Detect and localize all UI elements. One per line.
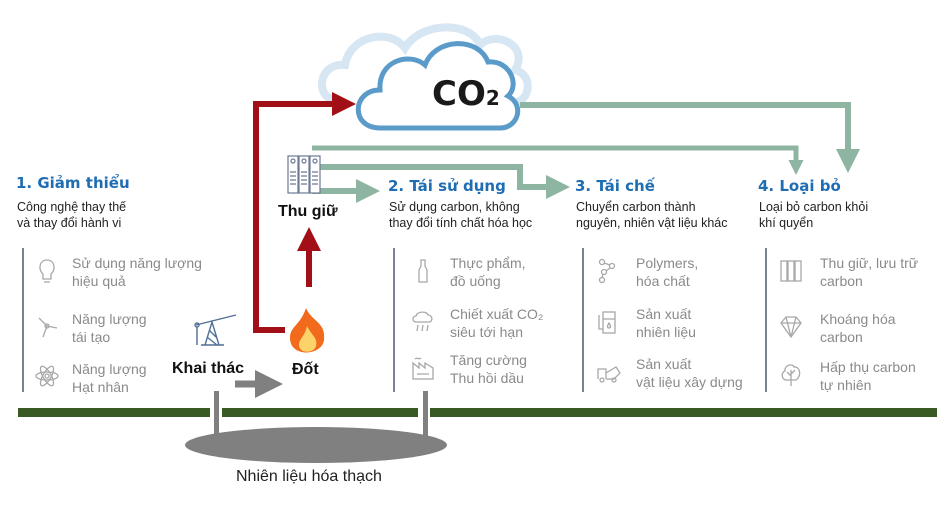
cement-truck-icon <box>597 366 621 383</box>
list-item: Thực phẩm,đồ uống <box>450 255 526 289</box>
factory-icon <box>412 357 434 380</box>
fuel-pump-icon <box>598 311 616 334</box>
section-divider <box>393 248 395 392</box>
rain-cloud-icon <box>412 311 433 332</box>
fossil-fuel-label: Nhiên liệu hóa thạch <box>236 468 382 485</box>
section-title: 4. Loại bỏ <box>758 177 841 195</box>
list-item: Chiết xuất CO₂ siêu tới hạn <box>450 306 544 340</box>
capture-label: Thu giữ <box>278 203 338 220</box>
well-pipe <box>214 391 219 443</box>
section-divider <box>22 248 24 392</box>
tree-icon <box>781 364 801 386</box>
extract-label: Khai thác <box>172 360 245 377</box>
lightbulb-icon <box>39 259 55 283</box>
flame-icon <box>290 308 325 353</box>
ground-line <box>18 408 210 417</box>
section-title: 1. Giảm thiểu <box>16 174 130 192</box>
diamond-icon <box>780 316 802 339</box>
burn-label: Đốt <box>292 361 319 378</box>
wind-turbine-icon <box>38 317 58 338</box>
fossil-fuel-reservoir <box>185 427 447 463</box>
co2-label: CO2 <box>432 74 500 114</box>
red-arrow-to-cloud <box>253 92 356 333</box>
molecule-icon <box>598 258 616 284</box>
capture-server-icon <box>287 155 321 194</box>
storage-tanks-icon <box>780 260 802 282</box>
green-arrow-capture-to-recycle <box>312 164 570 199</box>
list-item: Polymers,hóa chất <box>636 255 699 289</box>
bottle-icon <box>418 259 428 283</box>
co2-cloud <box>355 41 521 131</box>
green-arrow-cloud-to-removal <box>520 102 860 173</box>
section-title: 2. Tái sử dụng <box>388 177 506 195</box>
green-arrow-capture-to-removal <box>312 145 804 175</box>
atom-icon <box>35 365 59 387</box>
section-divider <box>765 248 767 392</box>
well-pipe <box>423 391 428 443</box>
section-title: 3. Tái chế <box>575 177 655 195</box>
cloud-back <box>318 23 532 107</box>
section-divider <box>582 248 584 392</box>
oil-derrick-icon <box>194 314 237 346</box>
